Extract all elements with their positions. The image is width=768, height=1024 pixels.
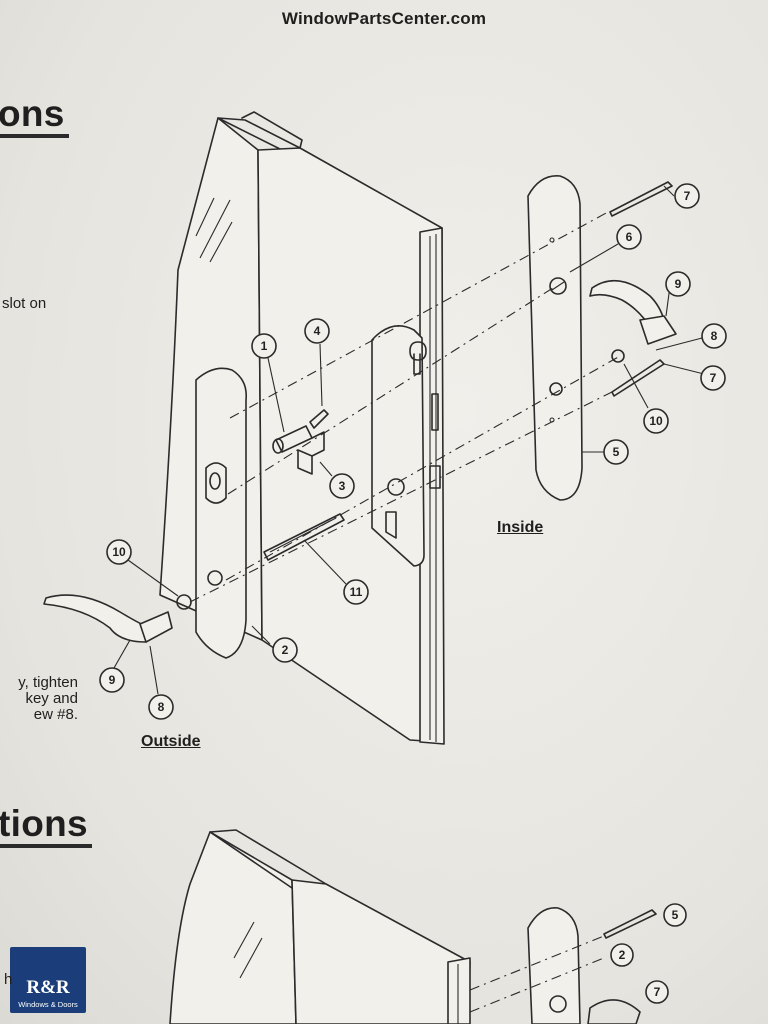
callout-5-lower: 5 (672, 908, 679, 922)
inside-label: Inside (497, 519, 544, 536)
logo-subtitle: Windows & Doors (18, 1000, 78, 1009)
mortise-plate (371, 324, 427, 567)
logo-name: R&R (26, 977, 70, 998)
callout-7-top: 7 (684, 189, 691, 203)
section-heading-top: ons (0, 94, 69, 138)
callout-3: 3 (339, 479, 346, 493)
callout-numbers: 1 4 3 11 2 5 6 7 9 8 7 10 10 9 8 (109, 189, 718, 714)
section-heading-bottom: tions (0, 804, 92, 848)
second-diagram: 5 2 7 (169, 829, 687, 1024)
callout-7-lower: 7 (710, 371, 717, 385)
leader-lines (113, 185, 705, 695)
outside-escutcheon (195, 367, 248, 659)
inside-lever (589, 279, 677, 363)
cam-bracket (297, 431, 325, 475)
instruction-fragment-cut: h (4, 971, 13, 988)
callout-10-inside: 10 (649, 414, 663, 428)
callout-6: 6 (626, 230, 633, 244)
instruction-fragment-block: y, tighten key and ew #8. (6, 675, 78, 723)
instruction-line: key and (25, 690, 78, 707)
callout-7-bottom: 7 (654, 985, 661, 999)
callout-2-lower: 2 (619, 948, 626, 962)
callout-1: 1 (261, 339, 268, 353)
instruction-fragment: slot on (2, 295, 47, 312)
outside-label: Outside (141, 733, 201, 750)
callout-9-inside: 9 (675, 277, 682, 291)
inside-escutcheon (527, 175, 583, 501)
callout-9-outside: 9 (109, 673, 116, 687)
instruction-line: y, tighten (18, 674, 78, 691)
watermark-text: WindowPartsCenter.com (281, 9, 487, 28)
callout-10-outside: 10 (112, 545, 126, 559)
callout-5: 5 (613, 445, 620, 459)
door-panel (159, 111, 445, 745)
callout-8-inside: 8 (711, 329, 718, 343)
callout-4: 4 (314, 324, 321, 338)
alignment-lines (189, 211, 621, 603)
callout-11: 11 (350, 585, 363, 599)
instruction-line: ew #8. (33, 706, 78, 723)
brand-logo: R&R Windows & Doors (10, 947, 86, 1013)
callout-circles (99, 183, 727, 720)
callout-8-outside: 8 (158, 700, 165, 714)
callout-2: 2 (282, 643, 289, 657)
outside-lever (43, 594, 192, 643)
